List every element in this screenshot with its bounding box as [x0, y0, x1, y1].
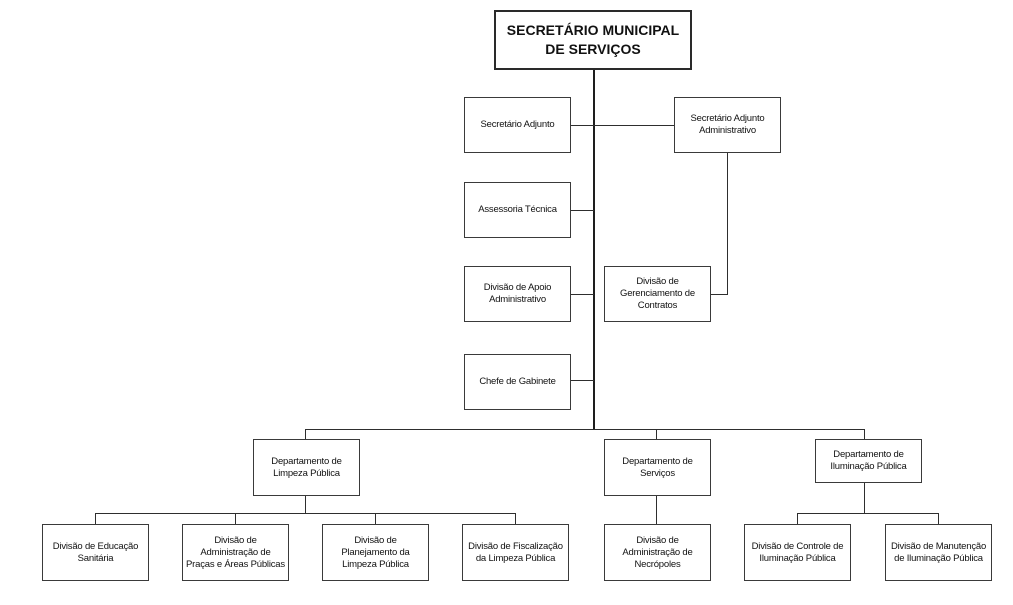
secretario-adjunto-adm-box: Secretário Adjunto Administrativo [674, 97, 781, 153]
connector-gabinete [570, 380, 594, 381]
iluminacao-stem [864, 482, 865, 514]
divisao-necropoles-box: Divisão de Administração de Necrópoles [604, 524, 711, 581]
divisao-pracas-box: Divisão de Administração de Praças e Áre… [182, 524, 289, 581]
connector-dept-iluminacao [864, 429, 865, 440]
divisao-fiscalizacao-box: Divisão de Fiscalização da Limpeza Públi… [462, 524, 569, 581]
connector-adjunto [570, 125, 594, 126]
dept-iluminacao-label: Departamento de Iluminação Pública [830, 449, 907, 472]
divisao-controle-box: Divisão de Controle de Iluminação Públic… [744, 524, 851, 581]
main-trunk-line [593, 69, 595, 430]
divisao-apoio-box: Divisão de Apoio Administrativo [464, 266, 571, 322]
departments-bar [305, 429, 865, 430]
connector-div-pracas [235, 513, 236, 525]
chefe-gabinete-label: Chefe de Gabinete [479, 376, 556, 387]
divisao-controle-label: Divisão de Controle de Iluminação Públic… [751, 540, 844, 564]
secretario-adjunto-adm-label: Secretário Adjunto Administrativo [690, 113, 765, 136]
assessoria-tecnica-label: Assessoria Técnica [478, 204, 557, 215]
divisao-educacao-label: Divisão de Educação Sanitária [52, 540, 139, 564]
connector-assessoria [570, 210, 594, 211]
assessoria-tecnica-box: Assessoria Técnica [464, 182, 571, 238]
divisao-fiscalizacao-label: Divisão de Fiscalização da Limpeza Públi… [468, 540, 563, 564]
divisao-manutencao-box: Divisão de Manutenção de Iluminação Públ… [885, 524, 992, 581]
servicos-stem [656, 495, 657, 525]
connector-contratos [711, 294, 728, 295]
connector-dept-servicos [656, 429, 657, 440]
divisao-educacao-box: Divisão de Educação Sanitária [42, 524, 149, 581]
chefe-gabinete-box: Chefe de Gabinete [464, 354, 571, 410]
limpeza-bar [95, 513, 516, 514]
connector-div-manutencao [938, 513, 939, 525]
connector-div-educacao [95, 513, 96, 525]
connector-div-controle [797, 513, 798, 525]
connector-apoio [570, 294, 594, 295]
connector-div-fiscalizacao [515, 513, 516, 525]
dept-servicos-label: Departamento de Serviços [622, 455, 693, 479]
secretario-adjunto-box: Secretário Adjunto [464, 97, 571, 153]
secretario-municipal-label: SECRETÁRIO MUNICIPAL DE SERVIÇOS [506, 22, 680, 57]
connector-adjunto-adm [594, 125, 675, 126]
divisao-apoio-label: Divisão de Apoio Administrativo [483, 282, 552, 305]
divisao-necropoles-label: Divisão de Administração de Necrópoles [622, 534, 693, 570]
divisao-pracas-label: Divisão de Administração de Praças e Áre… [186, 534, 285, 570]
dept-iluminacao-box: Departamento de Iluminação Pública [815, 439, 922, 483]
connector-dept-limpeza [305, 429, 306, 440]
secretario-municipal-box: SECRETÁRIO MUNICIPAL DE SERVIÇOS [494, 10, 692, 70]
connector-div-planejamento [375, 513, 376, 525]
divisao-manutencao-label: Divisão de Manutenção de Iluminação Públ… [890, 540, 987, 564]
connector-adm-vertical [727, 152, 728, 294]
dept-limpeza-box: Departamento de Limpeza Pública [253, 439, 360, 496]
limpeza-stem [305, 495, 306, 514]
divisao-planejamento-box: Divisão de Planejamento da Limpeza Públi… [322, 524, 429, 581]
divisao-planejamento-label: Divisão de Planejamento da Limpeza Públi… [341, 534, 410, 570]
dept-servicos-box: Departamento de Serviços [604, 439, 711, 496]
divisao-contratos-box: Divisão de Gerenciamento de Contratos [604, 266, 711, 322]
dept-limpeza-label: Departamento de Limpeza Pública [271, 455, 342, 479]
divisao-contratos-label: Divisão de Gerenciamento de Contratos [620, 276, 695, 311]
iluminacao-bar [797, 513, 939, 514]
secretario-adjunto-label: Secretário Adjunto [480, 119, 555, 130]
